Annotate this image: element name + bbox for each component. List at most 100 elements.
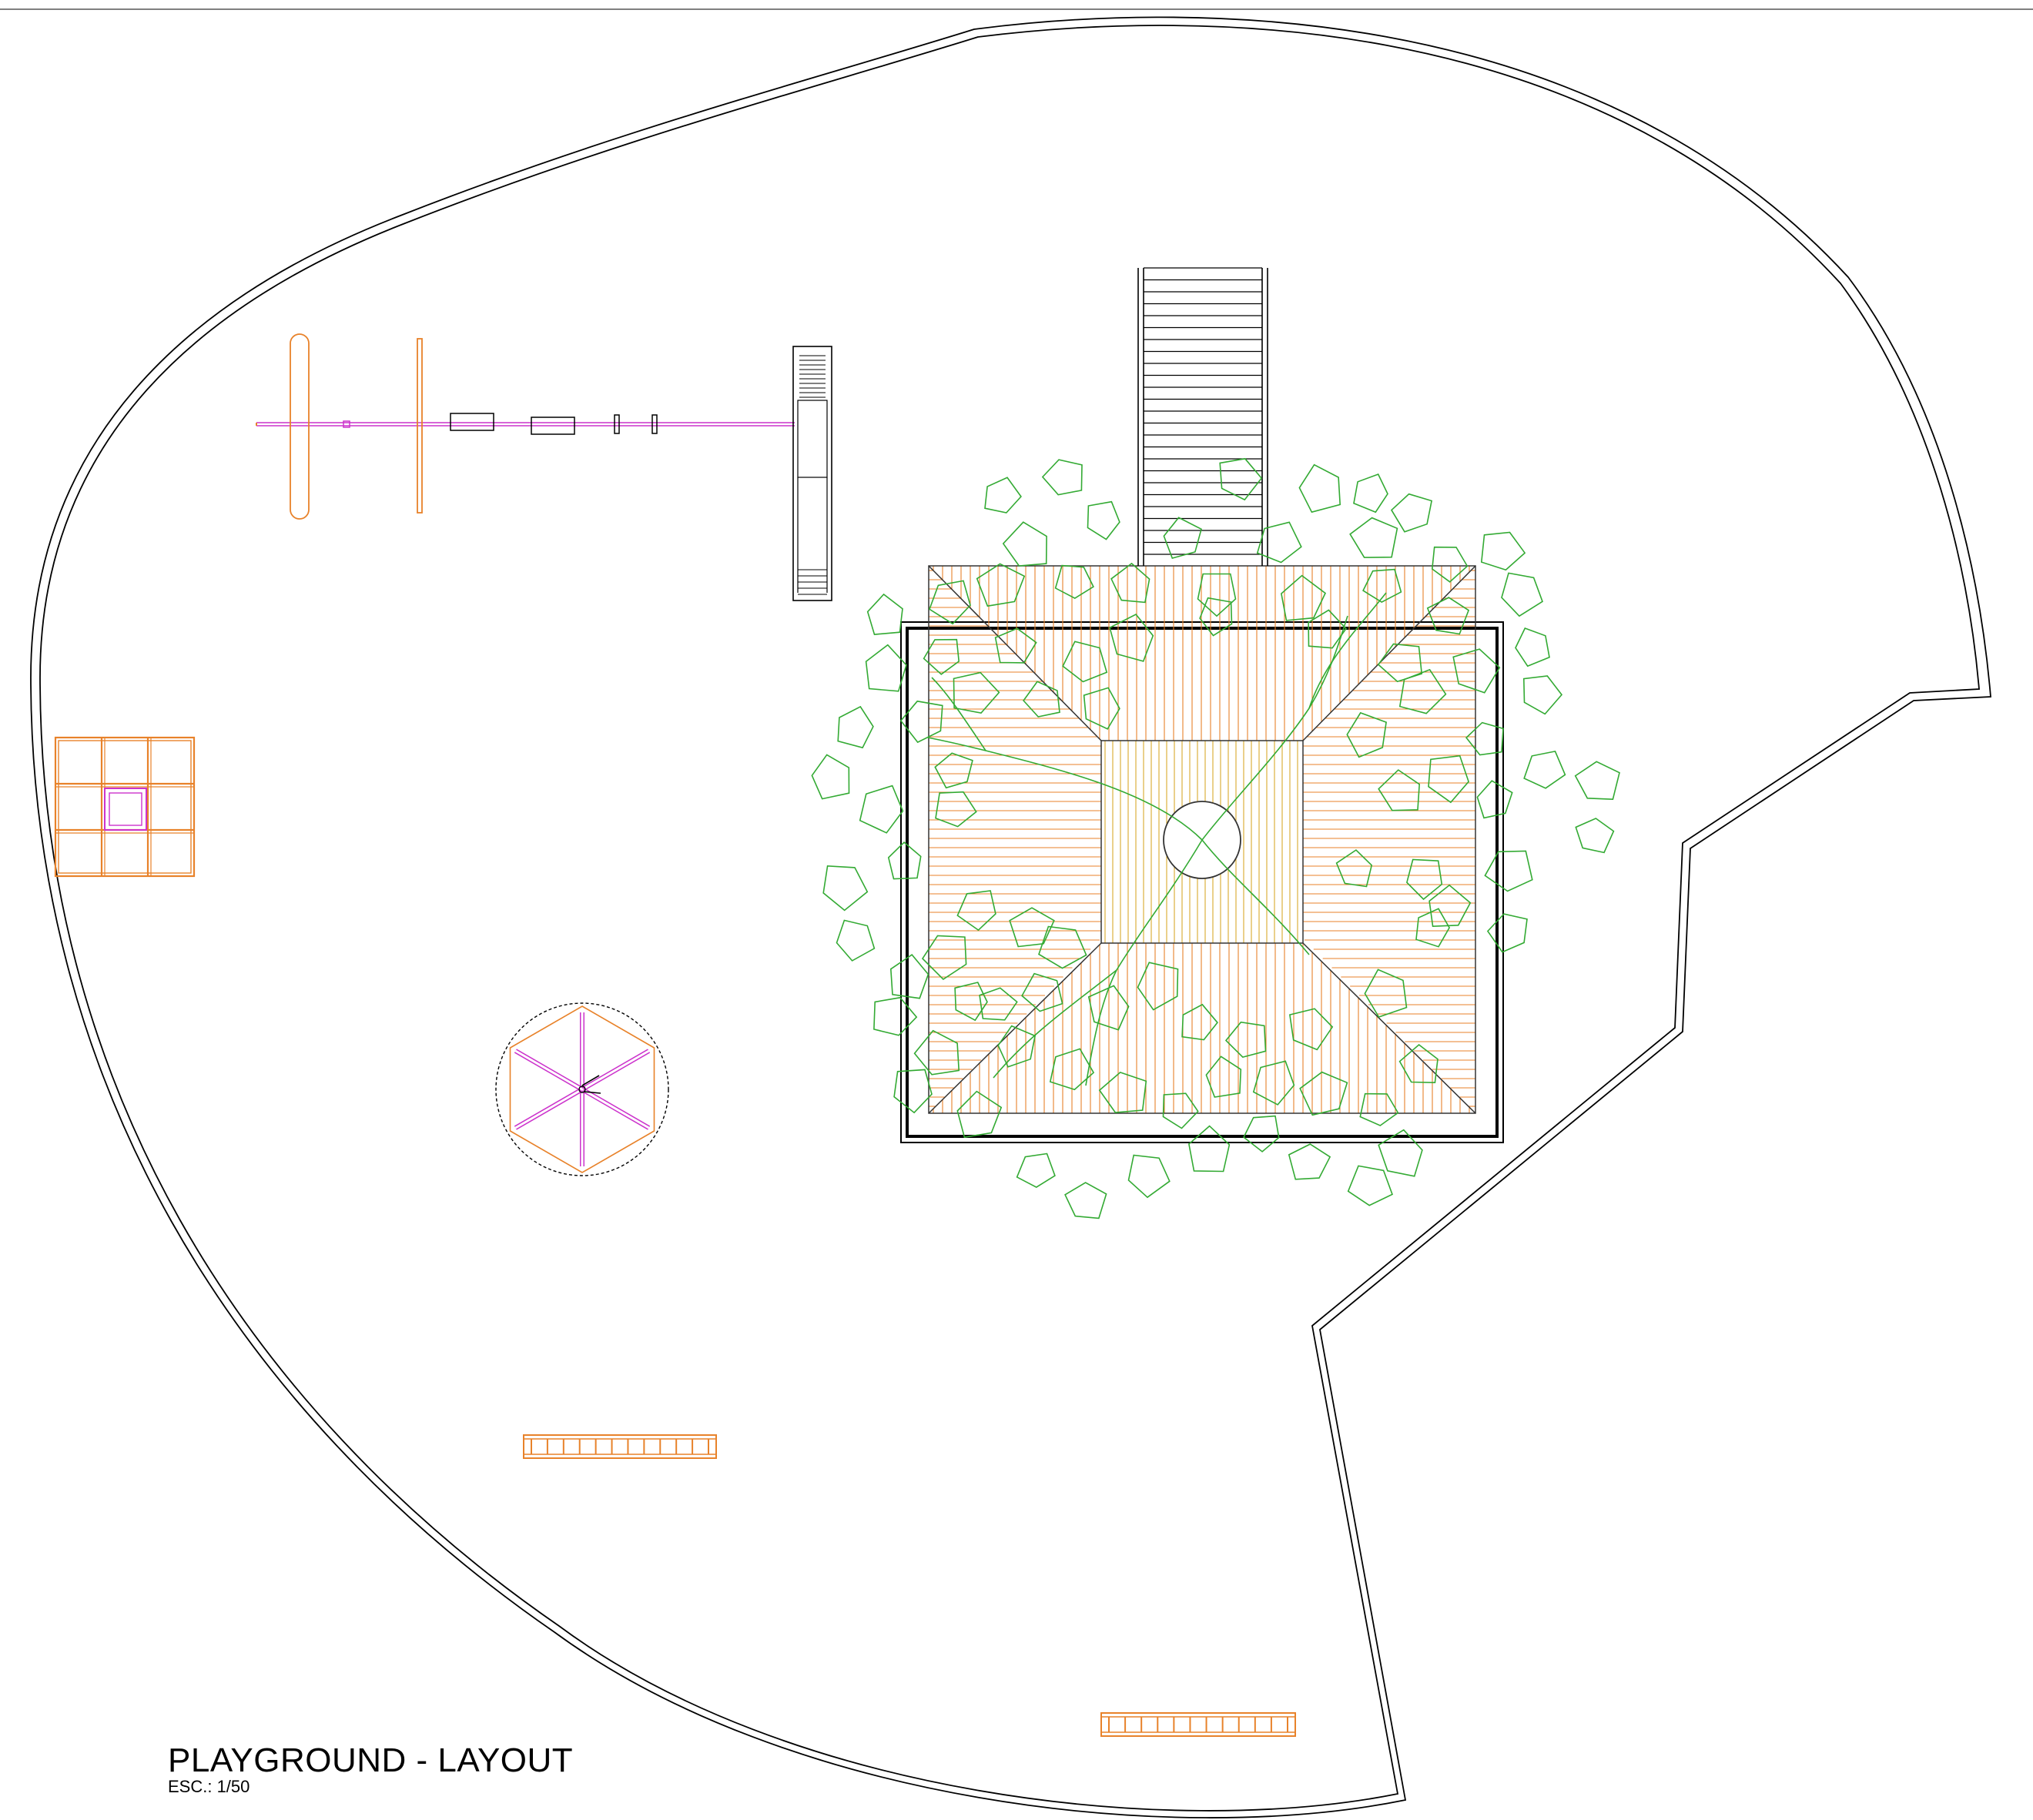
leaf-cluster	[1021, 972, 1063, 1012]
leaf-cluster	[1452, 648, 1501, 694]
leaf-cluster	[976, 563, 1026, 607]
leaf-cluster	[887, 841, 922, 880]
leaf-cluster	[1308, 609, 1347, 649]
swing-hanger	[614, 414, 620, 434]
leaf-cluster	[994, 627, 1037, 664]
leaf-cluster	[921, 935, 967, 981]
leaf-cluster	[1398, 1043, 1439, 1084]
leaf-cluster	[1083, 687, 1120, 730]
leaf-cluster	[1064, 1182, 1107, 1219]
leaf-cluster	[1353, 473, 1388, 514]
grid-center-net-inner	[109, 792, 142, 826]
leaf-cluster	[865, 644, 907, 692]
leaf-cluster	[1476, 780, 1513, 819]
leaf-cluster	[1515, 627, 1550, 667]
leaf-cluster	[1359, 1092, 1399, 1126]
deck-hip	[1302, 565, 1476, 741]
tree-branch	[993, 969, 1117, 1079]
leaf-cluster	[1390, 493, 1433, 533]
swing-leg-b	[417, 338, 423, 514]
leaf-cluster	[1522, 675, 1563, 715]
merry-go-round-base	[495, 1002, 669, 1176]
leaf-cluster	[811, 754, 850, 800]
deck-edge	[928, 565, 1476, 1114]
leaf-cluster	[1398, 668, 1447, 714]
boundary-inner	[39, 25, 1980, 1812]
leaf-cluster	[1465, 721, 1504, 756]
swing-bracket	[343, 420, 350, 428]
grid-frame	[54, 736, 196, 878]
leaf-cluster	[1426, 597, 1470, 635]
leaf-cluster	[1431, 546, 1469, 583]
leaf-cluster	[923, 638, 960, 675]
merry-go-round-handle	[581, 1075, 601, 1094]
leaf-cluster	[913, 1029, 960, 1076]
leaf-cluster	[954, 982, 988, 1022]
leaf-cluster	[1127, 1154, 1171, 1199]
swing-hanger	[651, 414, 658, 434]
merry-go-round-rim	[509, 1005, 655, 1173]
site-boundary	[30, 16, 1991, 1818]
leaf-cluster	[1252, 1060, 1295, 1106]
access-stairs	[1137, 267, 1268, 566]
tree-branch	[931, 677, 986, 751]
leaf-cluster	[1162, 1092, 1199, 1129]
leaf-cluster	[1137, 962, 1179, 1011]
leaf-cluster	[1087, 500, 1120, 540]
deck-hip	[928, 942, 1102, 1114]
tree-branch	[1201, 615, 1348, 841]
tree-branch	[927, 737, 1203, 841]
leaf-cluster	[1362, 568, 1402, 604]
deck-hip	[1302, 942, 1476, 1114]
leaf-cluster	[1378, 1129, 1423, 1177]
tree-branch	[1308, 592, 1387, 709]
leaf-cluster	[1188, 1125, 1231, 1173]
leaf-cluster	[1406, 858, 1443, 901]
slide-platform	[797, 400, 828, 478]
leaf-cluster	[859, 785, 904, 834]
leaf-cluster	[1428, 884, 1472, 928]
leaf-cluster	[1523, 750, 1566, 789]
boundary-outer	[30, 16, 1991, 1818]
leaf-cluster	[979, 987, 1018, 1021]
bench-frame	[523, 1434, 717, 1459]
leaf-cluster	[1256, 521, 1302, 564]
deck-hip	[928, 565, 1102, 741]
leaf-cluster	[1335, 849, 1373, 888]
bench-frame	[1100, 1712, 1296, 1737]
leaf-cluster	[837, 705, 874, 749]
leaf-cluster	[1347, 1165, 1394, 1206]
leaf-cluster	[956, 890, 996, 932]
leaf-cluster	[1109, 613, 1154, 662]
leaf-cluster	[1501, 572, 1543, 617]
merry-go-round-arm-core	[514, 1049, 583, 1091]
leaf-cluster	[1041, 459, 1083, 496]
leaf-cluster	[935, 791, 977, 828]
leaf-cluster	[1281, 574, 1327, 621]
leaf-cluster	[1480, 531, 1526, 571]
grid-frame-inner	[58, 740, 192, 874]
merry-go-round	[495, 1002, 669, 1176]
leaf-cluster	[1054, 564, 1094, 600]
merry-go-round-hub	[578, 1086, 586, 1093]
leaf-cluster	[1364, 969, 1408, 1018]
leaf-cluster	[1378, 769, 1421, 811]
leaf-cluster	[889, 954, 929, 999]
leaf-cluster	[873, 996, 918, 1036]
slide-frame	[792, 346, 832, 601]
leaf-cluster	[1062, 641, 1108, 683]
leaf-cluster	[1288, 1143, 1331, 1180]
leaf-cluster	[1199, 597, 1233, 637]
leaf-cluster	[836, 919, 876, 962]
leaf-cluster	[1002, 521, 1047, 567]
leaf-cluster	[1484, 850, 1533, 892]
deck-frame	[906, 627, 1499, 1138]
tree-branch	[1085, 839, 1203, 1086]
leaf-cluster	[1016, 1153, 1056, 1189]
leaf-cluster	[1486, 913, 1528, 953]
leaf-cluster	[1087, 985, 1130, 1031]
merry-go-round-arm-core	[514, 1088, 583, 1129]
drawing-title: PLAYGROUND - LAYOUT	[168, 1741, 574, 1779]
leaf-cluster	[1009, 907, 1055, 948]
leaf-cluster	[997, 1025, 1037, 1068]
